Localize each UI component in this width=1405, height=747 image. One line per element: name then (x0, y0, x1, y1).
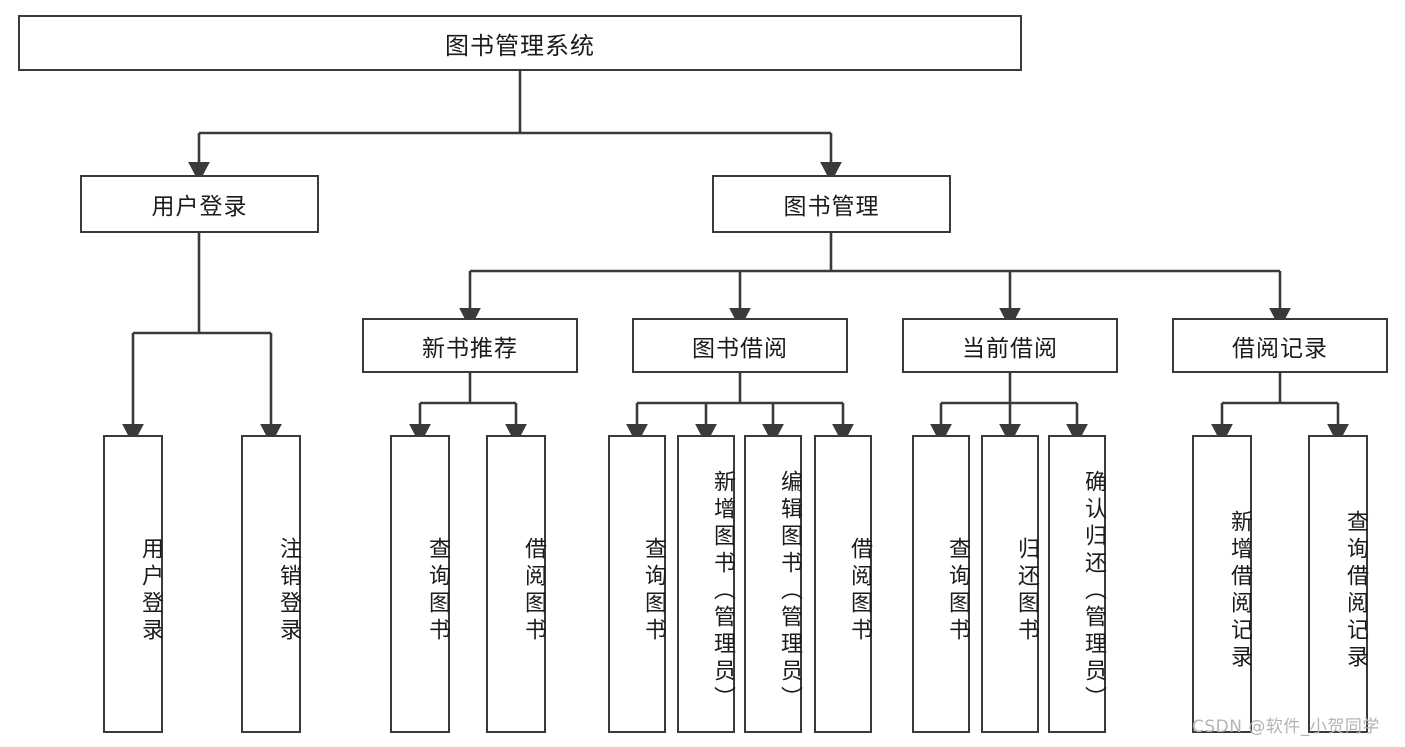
node-user-login[interactable]: 用户登录 (80, 175, 319, 233)
node-borrow-record[interactable]: 借阅记录 (1172, 318, 1388, 373)
node-new-book-recommend-label: 新书推荐 (422, 335, 518, 362)
node-book-manage-label: 图书管理 (783, 194, 880, 220)
node-leaf-logout-label: 注销登录 (276, 537, 301, 645)
node-leaf-edit-book[interactable]: 编辑图书（管理员） (744, 435, 802, 733)
node-current-borrow-label: 当前借阅 (962, 335, 1058, 362)
node-leaf-query-record-label: 查询借阅记录 (1343, 510, 1368, 672)
node-leaf-borrow-book-1[interactable]: 借阅图书 (486, 435, 546, 733)
node-leaf-logout[interactable]: 注销登录 (241, 435, 301, 733)
node-leaf-edit-book-label: 编辑图书（管理员） (777, 469, 802, 713)
node-leaf-user-login-label: 用户登录 (138, 537, 163, 645)
node-user-login-label: 用户登录 (151, 194, 248, 220)
node-book-borrow-label: 图书借阅 (692, 335, 788, 362)
node-leaf-return-book-label: 归还图书 (1014, 537, 1039, 645)
node-leaf-borrow-book-2[interactable]: 借阅图书 (814, 435, 872, 733)
node-leaf-return-book[interactable]: 归还图书 (981, 435, 1039, 733)
watermark-text: CSDN @软件_小贺同学 (1192, 717, 1380, 737)
node-leaf-add-record[interactable]: 新增借阅记录 (1192, 435, 1252, 733)
node-root-system[interactable]: 图书管理系统 (18, 15, 1022, 71)
node-leaf-add-book-label: 新增图书（管理员） (710, 469, 735, 713)
node-borrow-record-label: 借阅记录 (1232, 335, 1328, 362)
node-leaf-query-book-1-label: 查询图书 (425, 537, 450, 645)
node-leaf-borrow-book-1-label: 借阅图书 (521, 537, 546, 645)
node-leaf-query-record[interactable]: 查询借阅记录 (1308, 435, 1368, 733)
node-leaf-query-book-3-label: 查询图书 (945, 537, 970, 645)
node-root-system-label: 图书管理系统 (445, 31, 595, 60)
node-leaf-confirm-return-label: 确认归还（管理员） (1081, 469, 1106, 713)
node-leaf-query-book-2-label: 查询图书 (641, 537, 666, 645)
node-leaf-confirm-return[interactable]: 确认归还（管理员） (1048, 435, 1106, 733)
node-leaf-user-login[interactable]: 用户登录 (103, 435, 163, 733)
node-leaf-add-record-label: 新增借阅记录 (1227, 510, 1252, 672)
node-current-borrow[interactable]: 当前借阅 (902, 318, 1118, 373)
node-leaf-query-book-2[interactable]: 查询图书 (608, 435, 666, 733)
node-book-borrow[interactable]: 图书借阅 (632, 318, 848, 373)
node-leaf-query-book-1[interactable]: 查询图书 (390, 435, 450, 733)
node-leaf-query-book-3[interactable]: 查询图书 (912, 435, 970, 733)
node-leaf-borrow-book-2-label: 借阅图书 (847, 537, 872, 645)
node-new-book-recommend[interactable]: 新书推荐 (362, 318, 578, 373)
node-book-manage[interactable]: 图书管理 (712, 175, 951, 233)
node-leaf-add-book[interactable]: 新增图书（管理员） (677, 435, 735, 733)
